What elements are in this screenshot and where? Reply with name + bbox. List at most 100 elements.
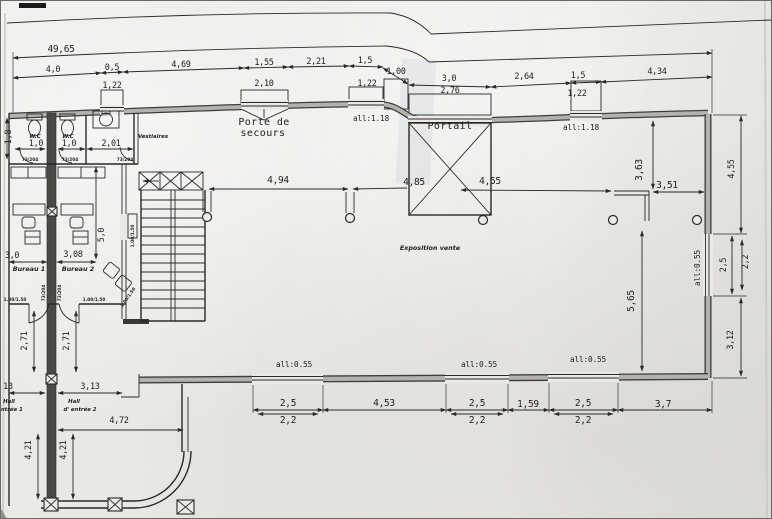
dim-top: 2,21	[306, 57, 325, 67]
room-label-wc1: W.C	[29, 134, 41, 140]
dim-bureau-depth: 5,0	[97, 228, 107, 243]
desk-icon	[60, 203, 94, 245]
dim-bottom: 2,5	[469, 398, 485, 409]
dim-right: 3,12	[726, 330, 736, 349]
showroom: Exposition vente	[201, 122, 703, 252]
boundary-line	[6, 12, 771, 35]
column-circle	[691, 214, 703, 226]
column-circle	[201, 211, 213, 223]
column-circle	[477, 214, 489, 226]
room-label-vestiaires: Vestiaires	[138, 134, 169, 140]
door-swing	[58, 149, 73, 164]
dim-hall: 2,71	[20, 331, 30, 350]
sink-icon	[92, 110, 120, 129]
dim-hall-depth: 4,21	[59, 440, 69, 459]
paper-right-crease	[764, 1, 768, 518]
dim-top: 1,55	[254, 58, 273, 68]
lockers	[10, 166, 106, 179]
dim-top: 4,69	[171, 60, 190, 70]
wall-junction-symbol	[45, 373, 58, 385]
dim-right: 4,55	[727, 159, 737, 178]
room-label-bureau2: Bureau 2	[62, 265, 95, 273]
room-label-wc2: W.C	[62, 134, 74, 140]
door-swing	[19, 149, 34, 164]
column-symbol	[176, 499, 195, 515]
window-box	[408, 93, 492, 116]
door-size-tag: 73/204	[62, 157, 79, 163]
dim-wc2-width: 1,0	[62, 139, 77, 149]
door-size-tag: 73/204	[41, 285, 47, 302]
curved-wall	[133, 450, 185, 502]
dim-top: 4,34	[647, 67, 666, 77]
room-label-hall1: Hall	[3, 399, 15, 405]
label-portail: Portail	[428, 121, 473, 132]
dim-mid: 4,94	[267, 175, 289, 186]
room-label-exposition: Exposition vente	[400, 244, 461, 252]
wc-block: 1,8 1,0 1,0 2,01 73/204 73/204 73/204 W.…	[4, 110, 169, 179]
bottom-dimensions: 2,5 4,53 2,5 1,59 2,5 3,7 2,2 2,2 2,2 al…	[252, 355, 713, 426]
label-porte-secours-1: Porte de	[238, 117, 289, 128]
curved-wall	[133, 450, 192, 509]
door-size-tag: 73/204	[22, 157, 39, 163]
dim-mid: 4,85	[403, 177, 425, 188]
chair-icon	[114, 274, 132, 292]
dim-right: 2,2	[741, 255, 751, 270]
dim-bottom: 1,59	[517, 399, 539, 410]
toilet-icon	[59, 113, 76, 137]
right-dimensions: 4,55 2,5 2,2 3,12 all:0.55	[693, 114, 751, 379]
dim-bottom: 3,7	[655, 399, 671, 410]
dim-wc-depth: 1,8	[4, 130, 14, 145]
room-label-hall1b: entrée 1	[1, 406, 23, 413]
dim-hall: 2,71	[62, 331, 72, 350]
door-size-tag: 1.00/1.50	[83, 297, 106, 303]
mid-dimensions: 4,94 4,85 4,55 3,63 3,51 5,65	[208, 120, 705, 372]
dim-hall-depth: 4,21	[24, 440, 34, 459]
emergency-door-swing	[240, 108, 289, 121]
opening-labels: Porte de secours Portail all:1.18 all:1.…	[238, 114, 599, 139]
overall-dim-line	[12, 45, 713, 63]
bureaus: 5,0 3,0 3,08 Bureau 1 Bureau 2 1.00/1.50…	[4, 166, 137, 324]
portail-gate-symbol	[408, 122, 492, 216]
sill-height-tag: all:1.18	[563, 123, 599, 132]
room-label-hall2: Hall	[68, 399, 80, 405]
stairs: 1.00/1.50	[120, 164, 206, 324]
column-symbol	[107, 497, 123, 512]
halls: 2,71 2,71 13 3,13 Hall entrée 1 Hall d' …	[1, 310, 195, 515]
building-walls	[8, 99, 713, 512]
sill-height-tag: all:0.55	[276, 360, 312, 369]
sill-height-tag: all:1.18	[353, 114, 389, 123]
dim-top: 2,64	[514, 72, 533, 82]
scan-mark	[19, 3, 46, 8]
dim-top: 1,5	[358, 56, 373, 66]
room-label-hall2b: d' entrée 2	[63, 406, 96, 413]
dim-bottom-sub: 2,2	[469, 415, 485, 426]
dim-top-sub: 2,10	[254, 79, 273, 89]
dim-bottom: 4,53	[373, 398, 395, 409]
dim-bottom: 2,5	[280, 398, 296, 409]
column-symbol	[43, 497, 59, 512]
dim-sinkroom-width: 2,01	[101, 139, 120, 149]
site-boundary	[6, 12, 771, 113]
wall-stub	[123, 319, 149, 324]
door-size-tag: 73/204	[117, 157, 134, 163]
dim-wc1-width: 1,0	[29, 139, 44, 149]
chair-icon	[102, 261, 120, 279]
paper-left-edge	[2, 12, 6, 518]
dim-bottom-sub: 2,2	[280, 415, 296, 426]
dim-mid: 3,51	[656, 180, 678, 191]
dim-top-sub: 1,22	[357, 79, 376, 89]
dim-bureau2-width: 3,08	[63, 250, 82, 260]
dim-top-sub: 2,76	[440, 86, 459, 96]
sill-height-tag: all:0.55	[570, 355, 606, 364]
dim-top-sub: 1,22	[567, 89, 586, 99]
dim-bureau1-width: 3,0	[5, 251, 20, 261]
dim-hall2-depth: 4,72	[109, 416, 128, 426]
dim-top: 1,5	[571, 71, 586, 81]
dim-bottom: 2,5	[575, 398, 591, 409]
dim-top: 1,00	[386, 67, 405, 77]
column-circle	[344, 212, 356, 224]
desk-icon	[12, 203, 46, 245]
dim-overall: 49,65	[47, 44, 74, 55]
dim-top: 4,0	[46, 65, 61, 75]
